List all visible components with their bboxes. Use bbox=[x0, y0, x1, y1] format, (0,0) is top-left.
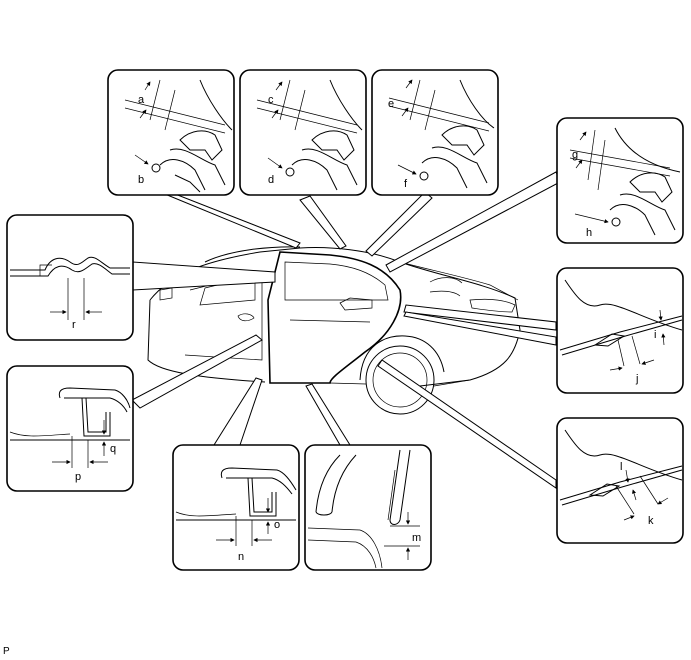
callout-n: n bbox=[238, 551, 244, 563]
callout-i: i bbox=[654, 329, 656, 341]
detail-panel-no: n o bbox=[172, 444, 300, 571]
callout-e: e bbox=[388, 98, 394, 110]
detail-panel-kl: l k bbox=[556, 417, 684, 544]
callout-f: f bbox=[404, 178, 408, 190]
detail-panel-ij: i j bbox=[556, 267, 684, 394]
callout-c: c bbox=[268, 94, 274, 106]
callout-m: m bbox=[412, 532, 421, 544]
callout-p: p bbox=[75, 471, 81, 483]
callout-k: k bbox=[648, 515, 654, 527]
callout-g: g bbox=[572, 149, 578, 161]
callout-h: h bbox=[586, 227, 592, 239]
callout-r: r bbox=[72, 319, 76, 331]
figure-code: P bbox=[3, 646, 10, 657]
detail-panel-cd: c d bbox=[239, 69, 367, 196]
callout-a: a bbox=[138, 94, 145, 106]
callout-b: b bbox=[138, 174, 144, 186]
car-illustration bbox=[147, 246, 521, 415]
callout-o: o bbox=[274, 519, 280, 531]
detail-panel-ab: a b bbox=[107, 69, 235, 196]
callout-l: l bbox=[620, 461, 622, 473]
detail-panel-pq: p q bbox=[6, 365, 134, 492]
callout-d: d bbox=[268, 174, 274, 186]
detail-panel-m: m bbox=[304, 444, 432, 571]
leader-lines bbox=[131, 171, 561, 489]
detail-panel-r: r bbox=[6, 214, 134, 341]
detail-panel-gh: g h bbox=[556, 117, 684, 244]
callout-j: j bbox=[635, 373, 638, 385]
detail-panel-ef: e f bbox=[371, 69, 499, 196]
callout-q: q bbox=[110, 443, 116, 455]
